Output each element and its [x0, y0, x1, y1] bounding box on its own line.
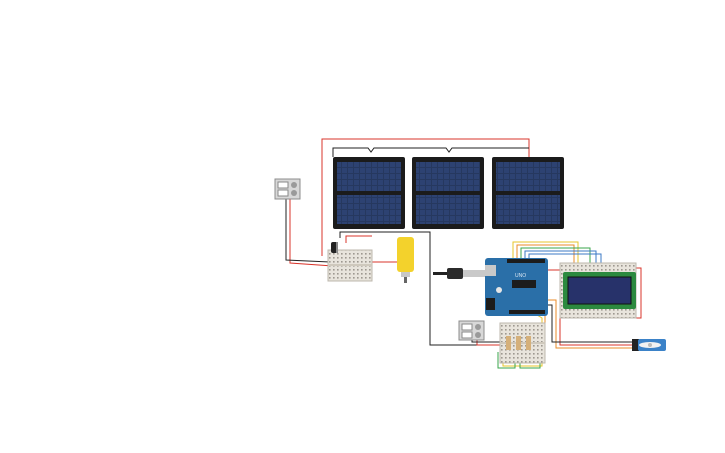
solar-panel-2[interactable] — [412, 157, 484, 229]
wire-green-lcd[interactable] — [520, 247, 591, 268]
wire-black-supply-bottom[interactable] — [471, 340, 500, 343]
wires — [285, 138, 642, 369]
wire-yellow-lcd[interactable] — [512, 241, 579, 268]
wire-red-panel[interactable] — [345, 235, 372, 243]
solar-panel-3[interactable] — [492, 157, 564, 229]
electrolytic-capacitor[interactable] — [331, 242, 338, 253]
breadboard-small-bottom[interactable] — [499, 322, 546, 364]
power-supply-bottom[interactable] — [458, 320, 485, 341]
wire-orange-servo[interactable] — [548, 299, 632, 349]
solar-panel-1[interactable] — [333, 157, 405, 229]
wire-blue2-lcd[interactable] — [528, 253, 602, 268]
wire-black-supply-left[interactable] — [285, 199, 331, 263]
svg-text:UNO: UNO — [515, 273, 526, 279]
breadboard-small-left[interactable] — [327, 249, 373, 282]
wire-red-supply-left[interactable] — [289, 199, 334, 267]
wire-black-servo[interactable] — [548, 304, 632, 343]
wire-black-top[interactable] — [332, 147, 529, 157]
wire-blue-lcd[interactable] — [524, 250, 597, 268]
wire-black-panel[interactable] — [339, 231, 500, 346]
usb-cable[interactable] — [433, 268, 485, 279]
micro-servo[interactable] — [632, 339, 666, 351]
wire-green-bb2[interactable] — [497, 352, 516, 369]
dc-gear-motor[interactable] — [397, 237, 414, 283]
lcd-16x2[interactable] — [563, 272, 636, 309]
wire-orange-lcd[interactable] — [516, 244, 575, 268]
power-supply-left[interactable] — [274, 178, 301, 200]
arduino-uno[interactable]: UNO — [485, 258, 548, 316]
